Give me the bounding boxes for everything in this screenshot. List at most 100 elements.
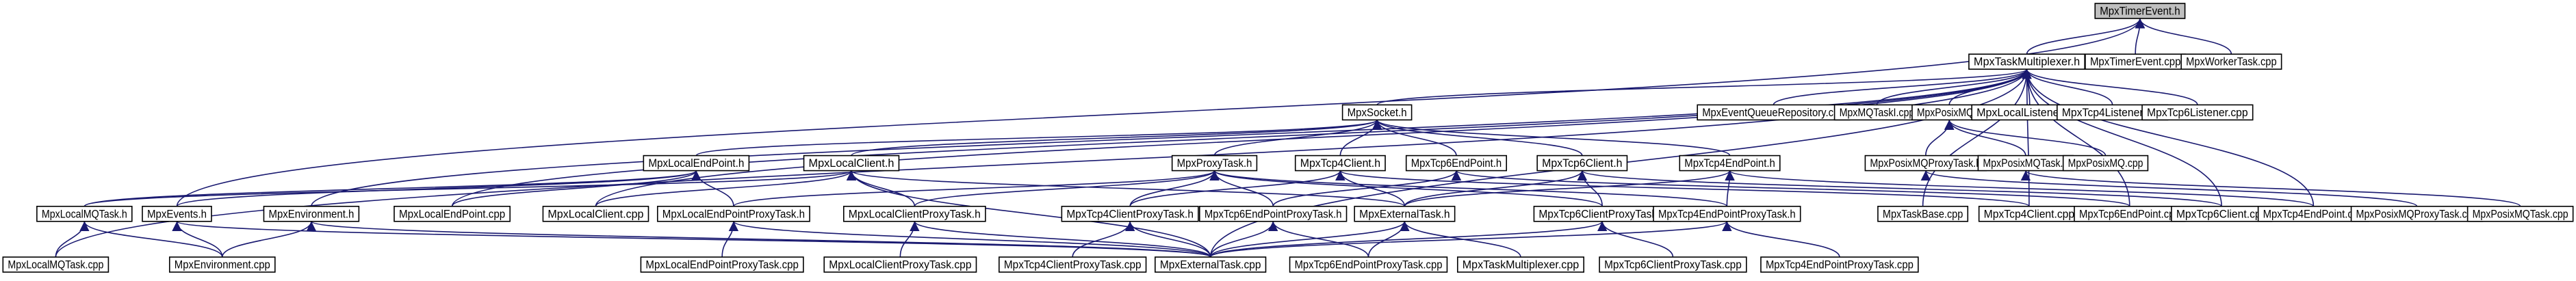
edge-mpx_tcp6_end_point_h-to-mpx_tcp6_end_point_proxy_task_h [1272,170,1462,207]
node-box [1653,205,1801,222]
edge-mpx_socket_h-to-mpx_tcp4_end_point_h [1372,119,1731,157]
node-label: MpxEnvironment.h [268,207,354,220]
node-mpx-tcp4-end-point-proxy-task-h[interactable]: MpxTcp4EndPointProxyTask.h [1653,205,1801,222]
node-box [999,256,1147,273]
edge-mpx_proxy_task_h-to-mpx_local_client_proxy_task_h [914,170,1220,207]
node-mpx-timer-event-h: MpxTimerEvent.h [2094,3,2186,19]
node-box [656,205,810,222]
node-mpx-local-client-proxy-task-h[interactable]: MpxLocalClientProxyTask.h [842,205,986,222]
node-box [1341,104,1413,121]
node-label: MpxExternalTask.h [1359,207,1450,220]
node-label: MpxTcp4Client.cpp [1984,207,2074,220]
node-box [1289,256,1448,273]
node-mpx-tcp6-end-point-proxy-task-cpp[interactable]: MpxTcp6EndPointProxyTask.cpp [1289,256,1448,273]
edge-mpx_proxy_task_h-to-mpx_tcp4_end_point_proxy_task_h [1209,170,1728,207]
edge-mpx_tcp6_client_h-to-mpx_tcp6_client_proxy_task_h [1577,170,1603,206]
node-label: MpxLocalEndPoint.cpp [399,207,505,220]
node-box [2,256,110,273]
node-mpx-external-task-cpp[interactable]: MpxExternalTask.cpp [1155,256,1267,273]
node-label: MpxTcp4EndPointProxyTask.h [1658,207,1796,220]
node-label: MpxLocalListener.cpp [1976,106,2083,119]
node-mpx-worker-task-cpp[interactable]: MpxWorkerTask.cpp [2180,53,2282,70]
edge-mpx_tcp4_end_point_h-to-mpx_tcp4_end_point_proxy_task_h [1725,170,1735,206]
edge-mpx_socket_h-to-mpx_local_client_h [851,119,1382,157]
node-mpx-socket-h[interactable]: MpxSocket.h [1341,104,1413,121]
node-mpx-tcp6-end-point-cpp[interactable]: MpxTcp6EndPoint.cpp [2074,205,2186,222]
edge-mpx_proxy_task_h-to-mpx_local_end_point_proxy_task_h [733,170,1220,207]
node-label: MpxTcp4Listener.cpp [2062,106,2163,119]
node-label: MpxPosixMQ.h [1917,106,1982,119]
node-label: MpxPosixMQ.cpp [2068,157,2143,170]
node-mpx-timer-event-cpp[interactable]: MpxTimerEvent.cpp [2085,53,2187,70]
node-label: MpxTaskMultiplexer.h [1974,55,2080,68]
node-mpx-events-h[interactable]: MpxEvents.h [142,205,212,222]
edge-mpx_local_client_h-to-mpx_local_client_proxy_task_h [846,170,916,206]
node-mpx-posix-mq-proxy-task-h[interactable]: MpxPosixMQProxyTask.h [1864,155,1987,172]
node-mpx-posix-mq-cpp[interactable]: MpxPosixMQ.cpp [2062,155,2149,172]
node-label: MpxTcp4Client.h [1300,157,1380,170]
node-mpx-tcp4-end-point-h[interactable]: MpxTcp4EndPoint.h [1679,155,1781,172]
node-label: MpxProxyTask.h [1177,157,1252,170]
node-mpx-local-client-proxy-task-cpp[interactable]: MpxLocalClientProxyTask.cpp [823,256,977,273]
edge-mpx_task_multiplexer_h-to-mpx_tcp6_client_cpp [2022,69,2222,206]
edge-mpx_local_client_proxy_task_h-to-mpx_external_task_cpp [910,221,1211,258]
node-mpx-tcp6-end-point-proxy-task-h[interactable]: MpxTcp6EndPointProxyTask.h [1199,205,1348,222]
node-box [643,155,750,172]
node-label: MpxPosixMQProxyTask.h [1870,157,1981,170]
edge-mpx_local_end_point_h-to-mpx_local_mq_task_h [83,170,701,207]
node-label: MpxTcp6ClientProxyTask.cpp [1604,258,1742,271]
node-mpx-posix-mq-task-h[interactable]: MpxPosixMQTask.h [1977,155,2074,172]
node-mpx-proxy-task-h[interactable]: MpxProxyTask.h [1171,155,1258,172]
node-mpx-local-mq-task-cpp[interactable]: MpxLocalMQTask.cpp [2,256,110,273]
node-mpx-local-end-point-h[interactable]: MpxLocalEndPoint.h [643,155,750,172]
node-mpx-local-client-h[interactable]: MpxLocalClient.h [803,155,900,172]
node-box [1354,205,1456,222]
node-mpx-tcp6-client-cpp[interactable]: MpxTcp6Client.cpp [2171,205,2273,222]
node-mpx-tcp4-client-proxy-task-cpp[interactable]: MpxTcp4ClientProxyTask.cpp [999,256,1147,273]
node-box [1536,155,1628,172]
edge-mpx_task_multiplexer_h-to-mpx_local_end_point_cpp [451,69,2032,206]
node-mpx-posix-mq-h[interactable]: MpxPosixMQ.h [1911,104,1987,121]
node-mpx-tcp4-client-cpp[interactable]: MpxTcp4Client.cpp [1978,205,2080,222]
node-box [1405,155,1508,172]
node-label: MpxEvents.h [147,207,207,220]
node-mpx-environment-h[interactable]: MpxEnvironment.h [263,205,360,222]
node-label: MpxLocalEndPointProxyTask.h [662,207,805,220]
node-mpx-local-end-point-proxy-task-h[interactable]: MpxLocalEndPointProxyTask.h [656,205,810,222]
edge-mpx_posix_mq_h-to-mpx_posix_mq_cpp [1944,120,2107,156]
node-mpx-environment-cpp[interactable]: MpxEnvironment.cpp [168,256,276,273]
node-box [36,205,133,222]
node-mpx-tcp4-listener-cpp[interactable]: MpxTcp4Listener.cpp [2056,104,2169,121]
node-mpx-tcp6-end-point-h[interactable]: MpxTcp6EndPoint.h [1405,155,1508,172]
node-mpx-task-multiplexer-h[interactable]: MpxTaskMultiplexer.h [1968,53,2085,70]
node-mpx-tcp4-end-point-cpp[interactable]: MpxTcp4EndPoint.cpp [2257,205,2370,222]
edge-mpx_posix_mq_h-to-mpx_posix_mq_proxy_task_h [1925,120,1955,156]
node-mpx-external-task-h[interactable]: MpxExternalTask.h [1354,205,1456,222]
edge-mpx_task_multiplexer_h-to-mpx_event_queue_repository_cpp [1773,68,2032,105]
node-mpx-local-client-cpp[interactable]: MpxLocalClient.cpp [542,205,649,222]
node-box [142,205,212,222]
edge-mpx_tcp4_end_point_h-to-mpx_external_task_h [1404,170,1735,207]
node-mpx-task-multiplexer-cpp[interactable]: MpxTaskMultiplexer.cpp [1456,256,1584,273]
node-label: MpxLocalClientProxyTask.h [849,207,981,220]
node-mpx-posix-mq-task-cpp[interactable]: MpxPosixMQTask.cpp [2466,205,2574,222]
node-label: MpxTaskMultiplexer.cpp [1463,258,1579,271]
node-mpx-task-base-cpp[interactable]: MpxTaskBase.cpp [1877,205,1969,222]
node-mpx-local-end-point-proxy-task-cpp[interactable]: MpxLocalEndPointProxyTask.cpp [640,256,804,273]
node-mpx-local-end-point-cpp[interactable]: MpxLocalEndPoint.cpp [394,205,511,222]
node-box [168,256,276,273]
edge-mpx_tcp4_end_point_h-to-mpx_tcp4_end_point_cpp [1725,170,2315,207]
node-mpx-tcp4-client-h[interactable]: MpxTcp4Client.h [1294,155,1386,172]
edge-mpx_local_client_h-to-mpx_external_task_h [847,170,1406,207]
node-mpx-tcp6-listener-cpp[interactable]: MpxTcp6Listener.cpp [2141,104,2254,121]
node-mpx-tcp4-client-proxy-task-h[interactable]: MpxTcp4ClientProxyTask.h [1061,205,1199,222]
node-mpx-mq-taski-cpp[interactable]: MpxMQTaskI.cpp [1833,104,1920,121]
node-mpx-tcp6-client-proxy-task-cpp[interactable]: MpxTcp6ClientProxyTask.cpp [1599,256,1747,273]
node-mpx-tcp4-end-point-proxy-task-cpp[interactable]: MpxTcp4EndPointProxyTask.cpp [1760,256,1919,273]
node-mpx-local-mq-task-h[interactable]: MpxLocalMQTask.h [36,205,133,222]
node-mpx-event-queue-repository-cpp[interactable]: MpxEventQueueRepository.cpp [1697,104,1851,121]
node-mpx-tcp6-client-proxy-task-h[interactable]: MpxTcp6ClientProxyTask.h [1533,205,1671,222]
node-mpx-posix-mq-proxy-task-cpp[interactable]: MpxPosixMQProxyTask.cpp [2350,205,2484,222]
node-mpx-tcp6-client-h[interactable]: MpxTcp6Client.h [1536,155,1628,172]
node-label: MpxEnvironment.cpp [175,258,270,271]
